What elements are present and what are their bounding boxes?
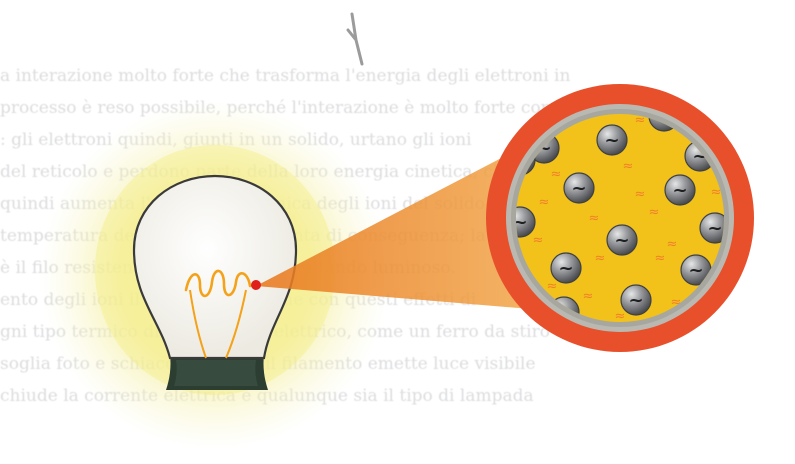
ion-icon: ~ <box>563 172 595 204</box>
filament-coil <box>184 269 252 298</box>
electron-icon: ≈ <box>623 159 634 174</box>
electron-icon: ≈ <box>533 233 544 248</box>
ion-icon: ~ <box>620 284 652 316</box>
ion-icon: ~ <box>699 212 724 244</box>
bulb-glass <box>132 174 298 360</box>
electron-icon: ≈ <box>551 167 562 182</box>
electron-icon: ≈ <box>635 187 646 202</box>
svg-text:~: ~ <box>558 258 573 279</box>
electron-icon: ≈ <box>649 205 660 220</box>
electron-icon: ≈ <box>539 195 550 210</box>
electron-icon: ≈ <box>583 289 594 304</box>
electron-icon: ≈ <box>711 185 722 200</box>
ion-icon: ~ <box>550 252 582 284</box>
electron-icon: ≈ <box>671 295 682 310</box>
svg-text:~: ~ <box>672 180 687 201</box>
ion-icon: ~ <box>606 224 638 256</box>
ion-icon: ~ <box>664 174 696 206</box>
electron-icon: ≈ <box>635 113 646 128</box>
svg-text:~: ~ <box>604 130 619 151</box>
svg-text:~: ~ <box>512 212 527 233</box>
filament-support-left <box>189 289 207 359</box>
magnified-lattice: ≈≈≈≈≈≈≈≈≈≈≈≈≈≈≈≈≈≈≈~~~~~~~~~~~~~~ <box>486 84 754 352</box>
filament-hot-spot <box>251 280 261 290</box>
svg-text:~: ~ <box>707 218 722 239</box>
electron-icon: ≈ <box>589 211 600 226</box>
svg-text:~: ~ <box>614 230 629 251</box>
ion-icon: ~ <box>596 124 628 156</box>
electron-icon: ≈ <box>615 309 626 324</box>
electron-icon: ≈ <box>595 251 606 266</box>
bulb-base-highlight <box>174 360 258 386</box>
filament-support-right <box>225 289 247 359</box>
ion-icon: ~ <box>512 206 536 238</box>
ink-mark <box>346 12 364 66</box>
electron-icon: ≈ <box>547 279 558 294</box>
svg-text:~: ~ <box>628 290 643 311</box>
svg-text:~: ~ <box>688 260 703 281</box>
electron-icon: ≈ <box>667 237 678 252</box>
electron-icon: ≈ <box>655 251 666 266</box>
svg-text:~: ~ <box>571 178 586 199</box>
